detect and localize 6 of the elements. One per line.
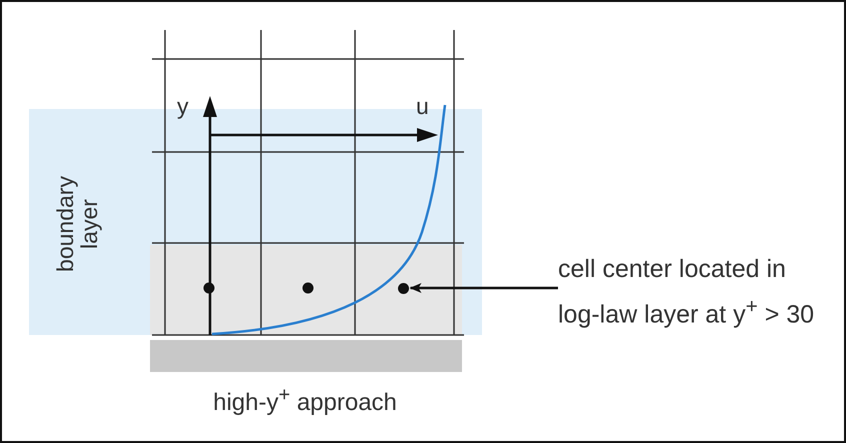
caption: high-y$^{+}$ approach — [213, 384, 397, 417]
callout-text: cell center located in log-law layer at y$^{+}$ > 30 — [558, 251, 820, 334]
axis-label: y — [177, 94, 188, 118]
arrow — [410, 283, 558, 293]
axis-label: u — [416, 94, 429, 118]
region-label: boundary layer — [52, 175, 102, 274]
